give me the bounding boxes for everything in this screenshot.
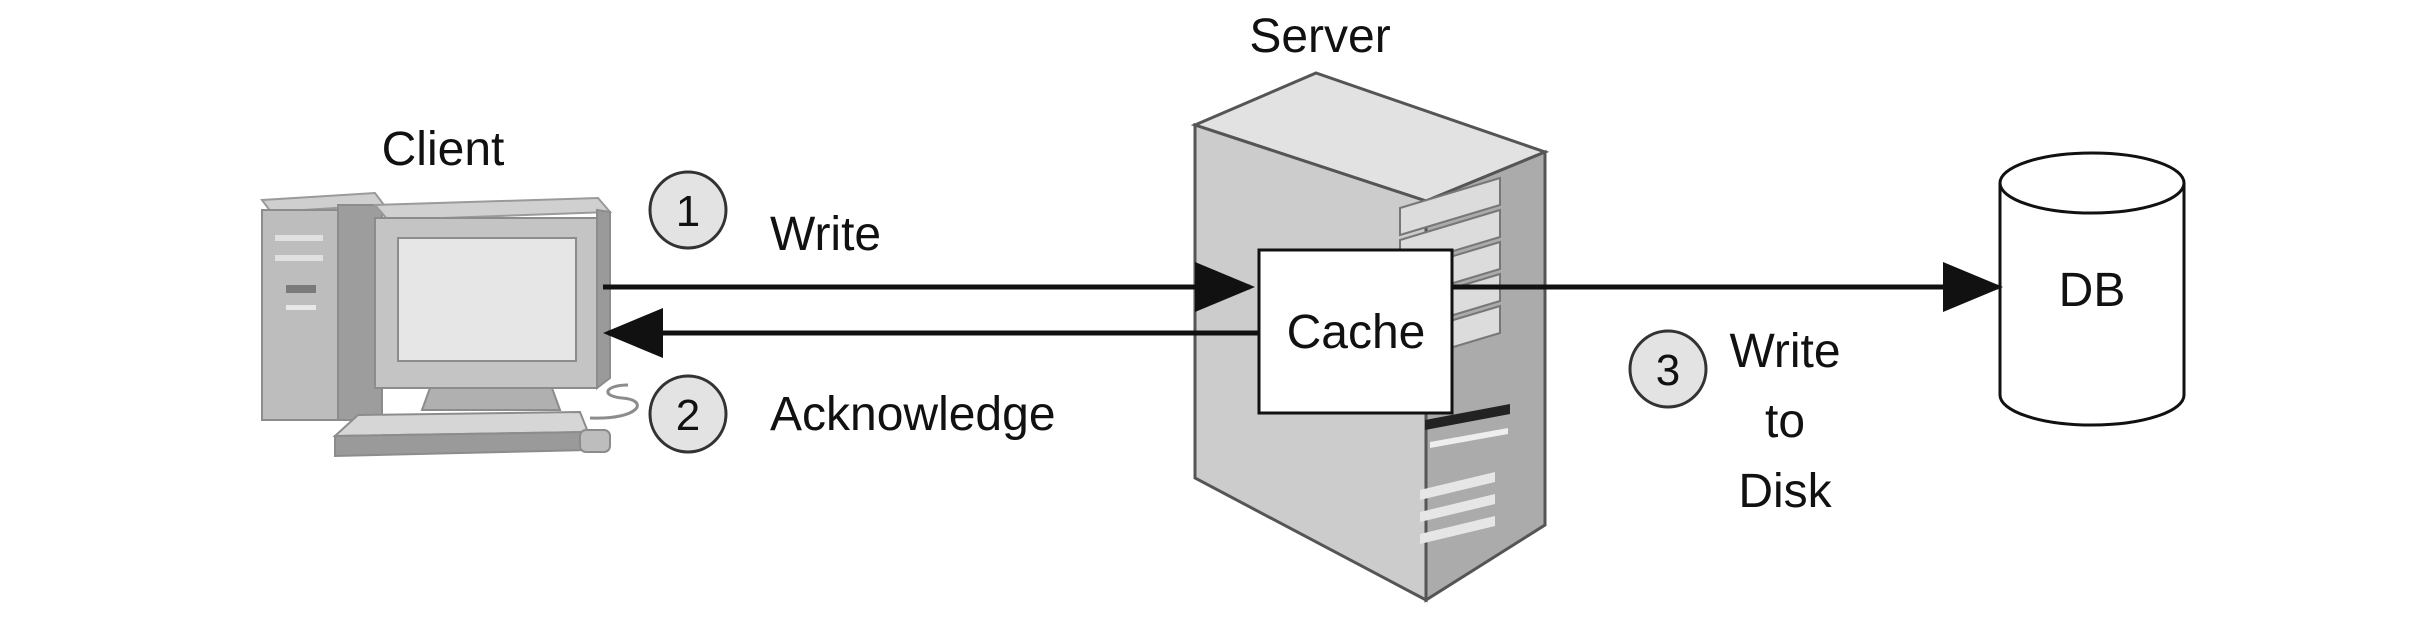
cache-label: Cache xyxy=(1287,306,1426,359)
step-1-number: 1 xyxy=(676,187,700,236)
step-3-label-line-3: Disk xyxy=(1738,465,1832,518)
step-2-circle xyxy=(648,374,728,454)
step-3-number: 3 xyxy=(1656,346,1680,395)
cache-box xyxy=(1257,248,1454,415)
step-1-label: Write xyxy=(770,208,881,261)
client-computer-icon xyxy=(260,191,639,458)
server-label: Server xyxy=(1249,10,1390,63)
database-cylinder-icon xyxy=(1998,151,2186,427)
step-3-label-line-1: Write xyxy=(1729,325,1840,378)
step-2-label: Acknowledge xyxy=(770,388,1056,441)
db-label: DB xyxy=(2059,264,2126,317)
step-3-label-line-2: to xyxy=(1765,395,1805,448)
step-1-circle xyxy=(648,170,728,250)
client-label: Client xyxy=(382,123,505,176)
step-2-number: 2 xyxy=(676,391,700,440)
step-3-circle xyxy=(1628,329,1708,409)
